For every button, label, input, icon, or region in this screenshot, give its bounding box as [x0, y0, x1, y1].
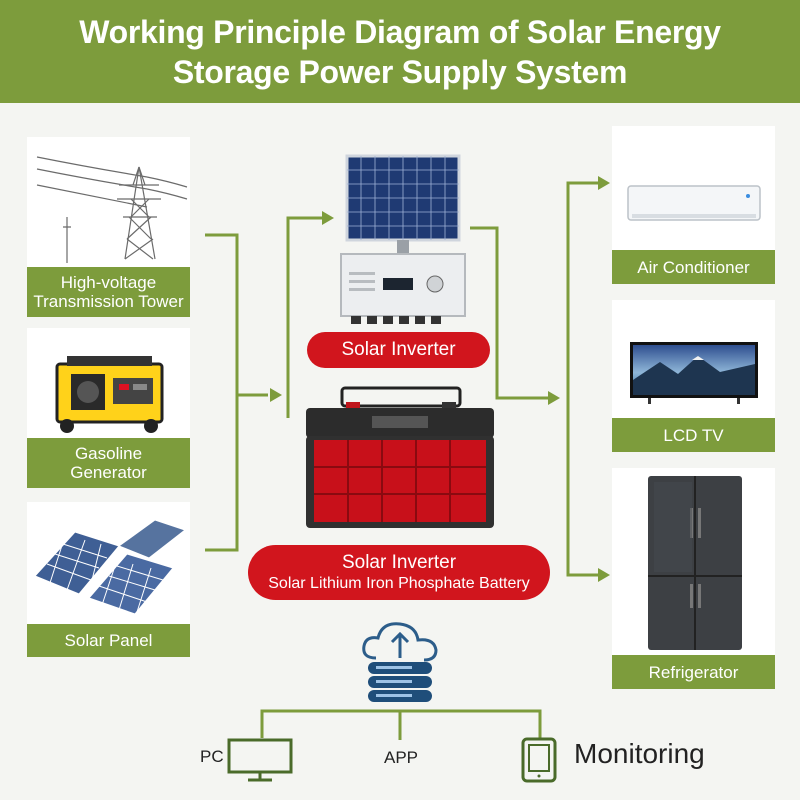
refrigerator-icon: [648, 476, 742, 650]
panel-label: Solar Panel: [27, 624, 190, 657]
battery-label-line-1: Solar Inverter: [341, 551, 457, 573]
tower-label-line-2: Transmission Tower: [33, 292, 184, 311]
transmission-tower-icon: [36, 156, 188, 263]
ac-label-text: Air Conditioner: [637, 257, 750, 277]
solar-panel-icon: [34, 519, 187, 615]
tower-label: High-voltage Transmission Tower: [27, 267, 190, 317]
air-conditioner-icon: [627, 185, 761, 221]
generator-label: Gasoline Generator: [27, 438, 190, 488]
panel-label-text: Solar Panel: [64, 631, 153, 650]
source-card-generator: Gasoline Generator: [27, 328, 190, 488]
load-card-tv: LCD TV: [612, 300, 775, 452]
generator-icon: [55, 356, 164, 433]
battery-icon: [306, 386, 494, 528]
tablet-icon: [521, 737, 557, 783]
fridge-label-text: Refrigerator: [648, 662, 739, 682]
load-card-fridge: Refrigerator: [612, 468, 775, 689]
generator-label-line-1: Gasoline: [74, 444, 143, 463]
battery-label: Solar Inverter Solar Lithium Iron Phosph…: [248, 545, 550, 600]
title-line-1: Working Principle Diagram of Solar Energ…: [79, 13, 721, 50]
title-line-2: Storage Power Supply System: [172, 53, 628, 90]
inverter-icon: [340, 154, 466, 324]
tower-label-line-1: High-voltage: [60, 273, 157, 292]
inverter-label: Solar Inverter: [307, 332, 490, 368]
tv-label: LCD TV: [612, 418, 775, 452]
monitor-icon: [227, 738, 293, 782]
title-banner: Working Principle Diagram of Solar Energ…: [0, 0, 800, 103]
source-card-tower: High-voltage Transmission Tower: [27, 137, 190, 317]
source-card-panel: Solar Panel: [27, 502, 190, 657]
tv-label-text: LCD TV: [663, 425, 724, 445]
tv-icon: [630, 342, 758, 404]
monitoring-title: Monitoring: [574, 738, 705, 769]
cloud-server-icon: [362, 622, 438, 702]
pc-label: PC: [200, 747, 224, 766]
fridge-label: Refrigerator: [612, 655, 775, 689]
inverter-label-text: Solar Inverter: [341, 339, 456, 360]
load-card-ac: Air Conditioner: [612, 126, 775, 284]
app-label: APP: [384, 748, 419, 767]
generator-label-line-2: Generator: [70, 463, 147, 482]
ac-label: Air Conditioner: [612, 250, 775, 284]
battery-label-line-2: Solar Lithium Iron Phosphate Battery: [268, 574, 530, 592]
